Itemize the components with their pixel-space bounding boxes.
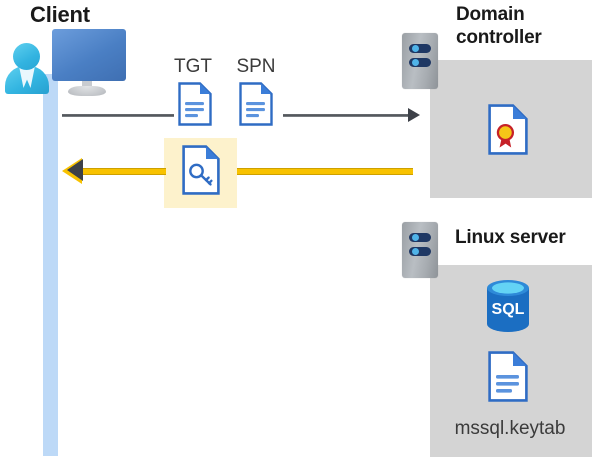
sql-database-icon: SQL bbox=[483, 278, 533, 339]
monitor-screen-icon bbox=[52, 29, 126, 81]
document-icon bbox=[239, 82, 273, 126]
spn-document-icon bbox=[239, 82, 273, 131]
service-ticket-document-icon bbox=[182, 145, 220, 200]
certificate-document-icon bbox=[488, 104, 528, 155]
server-bar bbox=[409, 247, 431, 256]
request-line-left-segment bbox=[62, 114, 174, 117]
person-collar-icon bbox=[19, 66, 35, 88]
document-icon bbox=[488, 351, 528, 402]
response-line-left-segment bbox=[78, 168, 166, 175]
document-icon bbox=[178, 82, 212, 126]
client-title: Client bbox=[30, 2, 90, 27]
tgt-document-icon bbox=[178, 82, 212, 131]
server-bar bbox=[409, 44, 431, 53]
keytab-document-icon bbox=[488, 351, 528, 407]
server-led bbox=[412, 248, 419, 255]
certificate-icon bbox=[488, 104, 528, 160]
spn-label: SPN bbox=[236, 56, 276, 77]
document-with-key-icon bbox=[182, 145, 220, 195]
sql-label: SQL bbox=[492, 301, 525, 318]
domain-controller-title-line2: controller bbox=[456, 27, 542, 48]
server-bar bbox=[409, 233, 431, 242]
request-arrow-head-icon bbox=[408, 108, 420, 122]
tgt-label: TGT bbox=[174, 56, 212, 77]
server-bar bbox=[409, 58, 431, 67]
server-led bbox=[412, 59, 419, 66]
monitor-base-icon bbox=[68, 86, 106, 96]
keytab-filename-label: mssql.keytab bbox=[454, 418, 566, 439]
request-line-right-segment bbox=[283, 114, 410, 117]
server-led bbox=[412, 234, 419, 241]
linux-server-title: Linux server bbox=[455, 227, 566, 248]
server-led bbox=[412, 45, 419, 52]
domain-controller-title: Domain controller bbox=[456, 3, 596, 49]
domain-controller-server-icon bbox=[402, 33, 438, 89]
linux-server-icon bbox=[402, 222, 438, 278]
client-icon bbox=[0, 0, 140, 100]
response-line-right-segment bbox=[234, 168, 413, 175]
domain-controller-title-line1: Domain bbox=[456, 4, 525, 25]
client-lifeline bbox=[43, 74, 58, 456]
response-arrow-head-icon bbox=[67, 159, 83, 181]
person-head-icon bbox=[13, 43, 40, 70]
